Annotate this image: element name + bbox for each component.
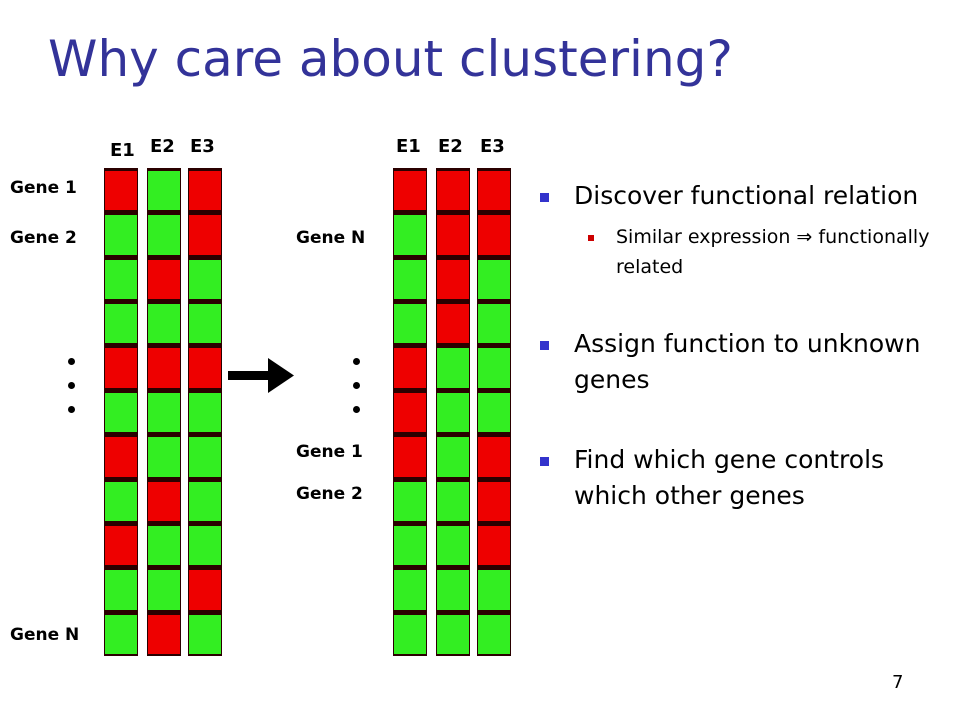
right-col-header-e1: E1 — [396, 136, 421, 157]
left-label-gene-1: Gene 1 — [10, 178, 77, 198]
expression-cell — [148, 437, 180, 477]
expression-cell — [105, 304, 137, 344]
expression-cell — [148, 259, 180, 300]
expression-cell — [189, 481, 221, 521]
expression-cell — [105, 348, 137, 388]
right-ellipsis-dot — [353, 406, 360, 413]
right-label-gene-1: Gene 1 — [296, 442, 363, 462]
expression-cell — [189, 304, 221, 344]
expression-cell — [148, 392, 180, 433]
right-col-header-e3: E3 — [480, 136, 505, 157]
expression-cell — [394, 614, 426, 654]
expression-cell — [394, 348, 426, 388]
left-col-header-e1: E1 — [110, 140, 135, 161]
expression-cell — [437, 171, 469, 211]
expression-cell — [105, 437, 137, 477]
left-col-header-e2: E2 — [150, 136, 175, 157]
left-label-gene-2: Gene 2 — [10, 228, 77, 248]
expression-cell — [478, 304, 510, 344]
expression-cell — [394, 525, 426, 566]
expression-cell — [189, 171, 221, 211]
expression-cell — [437, 437, 469, 477]
expression-cell — [189, 437, 221, 477]
expression-cell — [105, 215, 137, 255]
right-label-gene-2: Gene 2 — [296, 484, 363, 504]
bullet-discover: Discover functional relation — [540, 178, 960, 214]
expression-cell — [478, 348, 510, 388]
left-ellipsis-dot — [68, 406, 75, 413]
expression-cell — [394, 304, 426, 344]
expression-cell — [148, 215, 180, 255]
expression-cell — [148, 481, 180, 521]
sub-bullet-similar-expression: Similar expression ⇒ functionally relate… — [540, 222, 960, 282]
expression-cell — [394, 570, 426, 610]
bullet-list: Discover functional relation Similar exp… — [540, 178, 960, 514]
expression-cell — [478, 259, 510, 300]
right-col-header-e2: E2 — [438, 136, 463, 157]
expression-cell — [394, 171, 426, 211]
bullet-find-controls: Find which gene controls which other gen… — [540, 442, 960, 514]
expression-cell — [189, 525, 221, 566]
page-number: 7 — [892, 672, 904, 693]
expression-cell — [105, 525, 137, 566]
expression-cell — [478, 525, 510, 566]
expression-cell — [394, 481, 426, 521]
expression-cell — [105, 614, 137, 654]
expression-cell — [148, 614, 180, 654]
left-ellipsis-dot — [68, 382, 75, 389]
bullet-assign-function: Assign function to unknown genes — [540, 326, 960, 398]
expression-cell — [105, 481, 137, 521]
slide-title: Why care about clustering? — [48, 30, 733, 88]
expression-cell — [437, 525, 469, 566]
expression-cell — [394, 259, 426, 300]
expression-cell — [189, 570, 221, 610]
right-strip-e2 — [436, 168, 470, 656]
expression-cell — [189, 215, 221, 255]
expression-cell — [189, 392, 221, 433]
expression-cell — [189, 259, 221, 300]
expression-cell — [437, 304, 469, 344]
expression-cell — [478, 215, 510, 255]
expression-cell — [105, 171, 137, 211]
expression-cell — [437, 259, 469, 300]
expression-cell — [478, 481, 510, 521]
expression-cell — [394, 437, 426, 477]
expression-cell — [394, 215, 426, 255]
left-label-gene-n: Gene N — [10, 625, 80, 645]
expression-cell — [437, 348, 469, 388]
expression-cell — [105, 259, 137, 300]
arrow-right-icon — [228, 358, 294, 393]
right-ellipsis-dot — [353, 358, 360, 365]
expression-cell — [478, 570, 510, 610]
expression-cell — [189, 614, 221, 654]
expression-cell — [437, 215, 469, 255]
expression-cell — [189, 348, 221, 388]
expression-cell — [148, 570, 180, 610]
expression-cell — [437, 614, 469, 654]
expression-cell — [148, 304, 180, 344]
left-strip-e3 — [188, 168, 222, 656]
expression-cell — [478, 437, 510, 477]
expression-cell — [148, 348, 180, 388]
right-label-gene-n: Gene N — [296, 228, 366, 248]
right-strip-e1 — [393, 168, 427, 656]
right-ellipsis-dot — [353, 382, 360, 389]
expression-cell — [105, 570, 137, 610]
expression-cell — [478, 614, 510, 654]
left-ellipsis-dot — [68, 358, 75, 365]
expression-cell — [437, 570, 469, 610]
right-strip-e3 — [477, 168, 511, 656]
left-strip-e2 — [147, 168, 181, 656]
expression-cell — [148, 525, 180, 566]
left-strip-e1 — [104, 168, 138, 656]
expression-cell — [478, 392, 510, 433]
expression-cell — [437, 481, 469, 521]
expression-cell — [148, 171, 180, 211]
expression-cell — [478, 171, 510, 211]
expression-cell — [394, 392, 426, 433]
expression-cell — [105, 392, 137, 433]
expression-cell — [437, 392, 469, 433]
left-col-header-e3: E3 — [190, 136, 215, 157]
